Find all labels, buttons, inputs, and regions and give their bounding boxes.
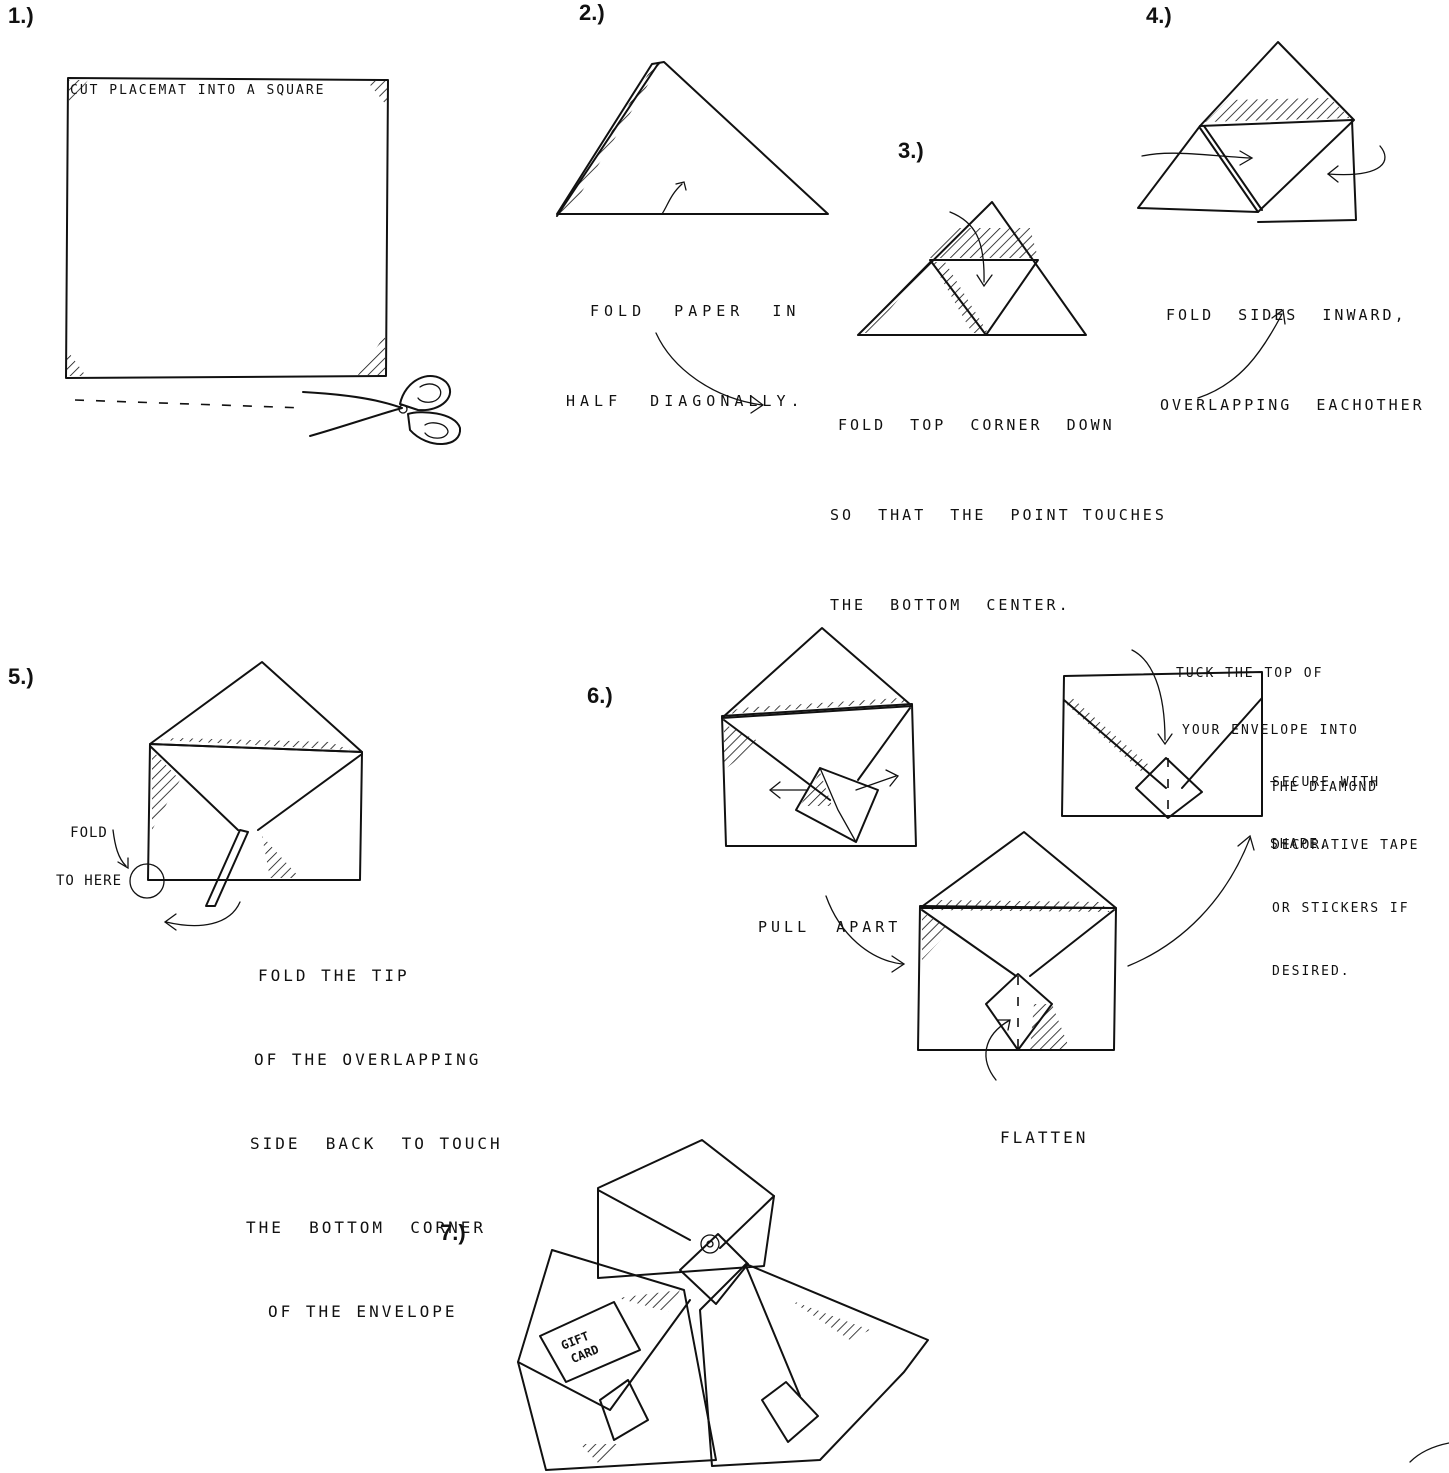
step7-envelopes: [518, 1140, 1449, 1470]
step5-callout: FOLD TO HERE: [56, 793, 122, 905]
gift-card-label: GIFT CARD: [559, 1326, 604, 1367]
step3-instruction: FOLD TOP CORNER DOWN SO THAT THE POINT T…: [830, 350, 1167, 650]
step2-instruction: FOLD PAPER IN HALF DIAGONALLY.: [566, 236, 805, 446]
step-number-6: 6.): [587, 683, 613, 709]
step6-secure-instruction: SECURE WITH DECORATIVE TAPE OR STICKERS …: [1272, 730, 1419, 1003]
step-number-2: 2.): [579, 0, 605, 26]
scissors-icon: [303, 376, 460, 444]
step1-square: [66, 78, 388, 408]
step6-envelope-pull-apart: [722, 628, 916, 846]
step-number-3: 3.): [898, 138, 924, 164]
step5-instruction: FOLD THE TIP OF THE OVERLAPPING SIDE BAC…: [246, 906, 503, 1354]
step2-triangle: [557, 62, 828, 216]
step-number-1: 1.): [8, 3, 34, 29]
step4-instruction: FOLD SIDES INWARD, OVERLAPPING EACHOTHER: [1160, 240, 1425, 450]
step4-figure: [1138, 42, 1385, 222]
step-number-5: 5.): [8, 664, 34, 690]
step5-envelope: [113, 662, 362, 930]
step3-triangle: [858, 202, 1086, 335]
step1-instruction: CUT PLACEMAT INTO A SQUARE: [70, 38, 326, 122]
step6-pull-apart-label: PULL APART: [758, 852, 901, 972]
step-number-4: 4.): [1146, 3, 1172, 29]
step6-flatten-label: FLATTEN: [1000, 1068, 1088, 1180]
step6-envelope-flatten: [918, 832, 1116, 1080]
